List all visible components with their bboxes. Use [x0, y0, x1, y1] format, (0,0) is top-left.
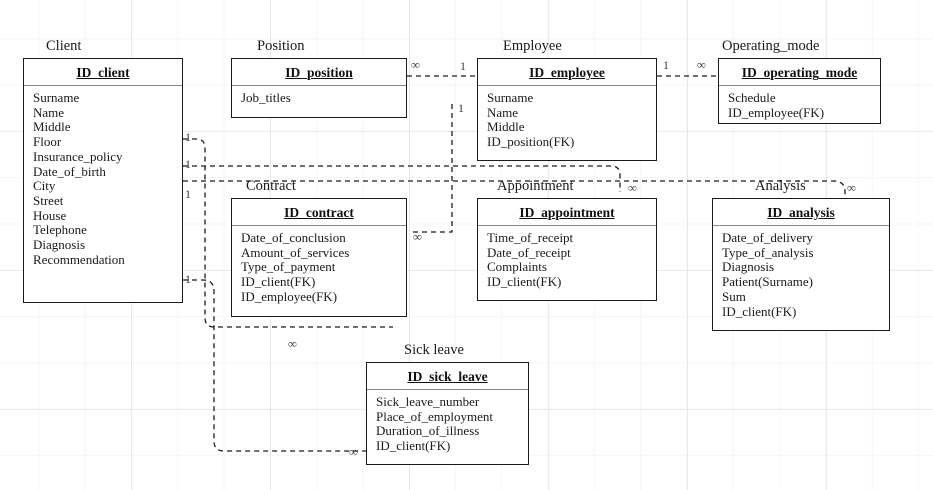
attribute: Time_of_receipt: [487, 230, 574, 245]
attribute: Telephone: [33, 222, 87, 238]
attribute: Duration_of_illness: [376, 423, 480, 439]
attribute: Place_of_employment: [376, 408, 493, 424]
attribute: Recommendation: [33, 251, 125, 267]
attribute: Insurance_policy: [33, 148, 123, 164]
entity-title-position: Position: [257, 38, 305, 54]
attribute: ID_client(FK): [722, 303, 797, 319]
entity-title-client: Client: [46, 38, 82, 54]
attribute: Sick_leave_number: [376, 394, 480, 409]
attribute: ID_position(FK): [487, 134, 575, 150]
entity-title-employee: Employee: [503, 38, 562, 54]
entity-analysis[interactable]: ID_analysis Date_of_delivery Type_of_ana…: [712, 198, 890, 331]
entity-appointment-pk-label: ID_appointment: [519, 205, 615, 220]
cardinality-label: ∞: [628, 181, 637, 195]
attribute: Complaints: [487, 259, 547, 275]
entity-sick-leave-attributes: Sick_leave_number Place_of_employment Du…: [367, 390, 528, 459]
entity-position-pk-label: ID_position: [285, 65, 353, 80]
attribute: Name: [33, 104, 65, 120]
entity-analysis-pk-label: ID_analysis: [767, 205, 835, 220]
entity-title-operating-mode: Operating_mode: [722, 38, 820, 54]
attribute: City: [33, 178, 56, 194]
entity-employee-attributes: Surname Name Middle ID_position(FK): [478, 86, 656, 155]
entity-employee-pk: ID_employee: [478, 59, 656, 86]
attribute: House: [33, 207, 67, 223]
attribute: Job_titles: [241, 90, 291, 105]
attribute: Amount_of_services: [241, 244, 350, 260]
entity-client[interactable]: ID_client Surname Name Middle Floor Insu…: [23, 58, 183, 303]
entity-appointment[interactable]: ID_appointment Time_of_receipt Date_of_r…: [477, 198, 657, 301]
entity-contract-attributes: Date_of_conclusion Amount_of_services Ty…: [232, 226, 406, 310]
entity-contract[interactable]: ID_contract Date_of_conclusion Amount_of…: [231, 198, 407, 317]
connector-client-sickleave: [183, 279, 366, 452]
cardinality-label: 1: [185, 157, 191, 171]
attribute: Date_of_receipt: [487, 244, 571, 260]
entity-position-pk: ID_position: [232, 59, 406, 86]
cardinality-label: ∞: [411, 58, 420, 72]
entity-client-pk: ID_client: [24, 59, 182, 86]
cardinality-label: 1: [185, 272, 191, 286]
entity-operating-mode[interactable]: ID_operating_mode Schedule ID_employee(F…: [718, 58, 881, 124]
cardinality-label: 1: [185, 187, 191, 201]
entity-title-appointment: Appointment: [497, 178, 574, 194]
attribute: ID_client(FK): [487, 274, 562, 290]
entity-contract-pk-label: ID_contract: [284, 205, 354, 220]
entity-sick-leave-pk: ID_sick_leave: [367, 363, 528, 390]
attribute: Middle: [33, 119, 71, 135]
attribute: ID_employee(FK): [728, 104, 825, 120]
cardinality-label: ∞: [288, 337, 297, 351]
entity-sick-leave[interactable]: ID_sick_leave Sick_leave_number Place_of…: [366, 362, 529, 465]
entity-client-pk-label: ID_client: [76, 65, 130, 80]
attribute: Schedule: [728, 90, 776, 105]
connector-employee-contract: [411, 104, 453, 233]
connector-client-analysis: [183, 180, 846, 198]
attribute: Surname: [33, 90, 80, 105]
attribute: ID_client(FK): [376, 438, 451, 454]
attribute: Diagnosis: [33, 237, 85, 253]
cardinality-label: ∞: [349, 445, 358, 459]
entity-analysis-attributes: Date_of_delivery Type_of_analysis Diagno…: [713, 226, 889, 324]
cardinality-label: 1: [185, 130, 191, 144]
entity-contract-pk: ID_contract: [232, 199, 406, 226]
attribute: ID_employee(FK): [241, 288, 338, 304]
attribute: Surname: [487, 90, 534, 105]
entity-operating-mode-attributes: Schedule ID_employee(FK): [719, 86, 880, 125]
cardinality-label: ∞: [847, 181, 856, 195]
attribute: Type_of_analysis: [722, 244, 814, 260]
attribute: Date_of_delivery: [722, 230, 813, 245]
attribute: Date_of_conclusion: [241, 230, 346, 245]
entity-client-attributes: Surname Name Middle Floor Insurance_poli…: [24, 86, 182, 272]
entity-title-contract: Contract: [246, 178, 296, 194]
attribute: Floor: [33, 134, 62, 150]
entity-position-attributes: Job_titles: [232, 86, 406, 111]
entity-title-sick-leave: Sick leave: [404, 342, 464, 358]
attribute: ID_client(FK): [241, 274, 316, 290]
attribute: Patient(Surname): [722, 274, 813, 290]
entity-appointment-attributes: Time_of_receipt Date_of_receipt Complain…: [478, 226, 656, 295]
attribute: Type_of_payment: [241, 259, 336, 275]
cardinality-label: ∞: [697, 58, 706, 72]
entity-analysis-pk: ID_analysis: [713, 199, 889, 226]
entity-appointment-pk: ID_appointment: [478, 199, 656, 226]
entity-operating-mode-pk-label: ID_operating_mode: [741, 65, 858, 80]
attribute: Name: [487, 104, 519, 120]
attribute: Date_of_birth: [33, 163, 106, 179]
connector-client-contract: [183, 138, 393, 328]
entity-title-analysis: Analysis: [755, 178, 806, 194]
cardinality-label: 1: [458, 101, 464, 115]
entity-employee-pk-label: ID_employee: [529, 65, 605, 80]
attribute: Sum: [722, 288, 746, 304]
attribute: Street: [33, 192, 64, 208]
entity-position[interactable]: ID_position Job_titles: [231, 58, 407, 118]
cardinality-label: 1: [460, 59, 466, 73]
attribute: Middle: [487, 119, 525, 135]
entity-employee[interactable]: ID_employee Surname Name Middle ID_posit…: [477, 58, 657, 161]
entity-sick-leave-pk-label: ID_sick_leave: [407, 369, 488, 384]
connector-client-appointment: [183, 165, 621, 192]
cardinality-label: ∞: [413, 230, 422, 244]
entity-operating-mode-pk: ID_operating_mode: [719, 59, 880, 86]
attribute: Diagnosis: [722, 259, 774, 275]
cardinality-label: 1: [663, 58, 669, 72]
